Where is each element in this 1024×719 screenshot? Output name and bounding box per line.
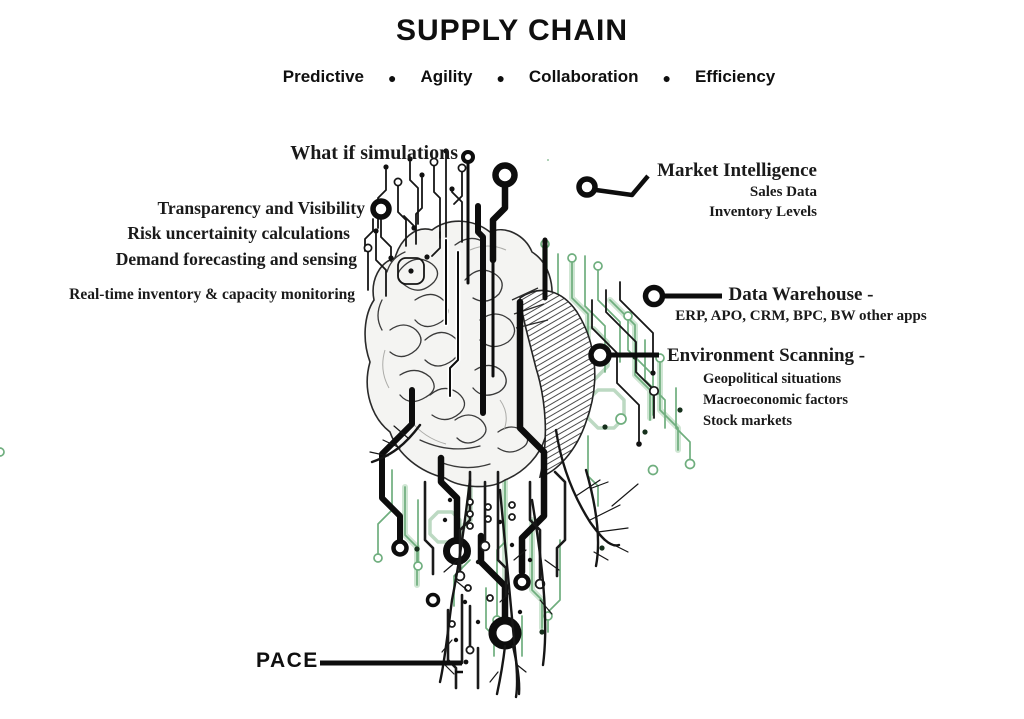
market-connector-ring (576, 176, 598, 198)
circuit-black-terminals (363, 148, 660, 447)
label-what-if-simulations: What if simulations (290, 142, 458, 164)
label-data-warehouse-apps: ERP, APO, CRM, BPC, BW other apps (675, 308, 927, 324)
callout-connectors (320, 150, 722, 674)
label-demand-forecasting-sensing: Demand forecasting and sensing (115, 249, 357, 269)
group-market-intelligence: Market Intelligence Sales Data Inventory… (600, 160, 817, 222)
environment-connector-ring (588, 343, 612, 367)
group-data-warehouse: Data Warehouse - ERP, APO, CRM, BPC, BW … (668, 284, 934, 327)
label-realtime-inventory-monitoring: Real-time inventory & capacity monitorin… (69, 286, 355, 303)
label-risk-uncertainty-calculations: Risk uncertainity calculations (127, 223, 350, 243)
label-transparency-visibility: Transparency and Visibility (157, 198, 365, 218)
label-market-intelligence: Market Intelligence (657, 160, 817, 181)
label-environment-scanning: Environment Scanning - (667, 345, 866, 366)
bullet-separator-icon: ● (662, 70, 671, 86)
keyword-collaboration: Collaboration (528, 67, 639, 86)
keyword-predictive: Predictive (282, 67, 365, 86)
keyword-agility: Agility (420, 67, 473, 86)
environment-scanning-items: Geopolitical situations Macroeconomic fa… (703, 369, 865, 432)
transparency-connector-ring (370, 198, 392, 220)
bullet-separator-icon: ● (496, 70, 505, 86)
circuit-ring-vias (391, 162, 531, 650)
circuit-traces-black-thick (379, 161, 548, 624)
data-warehouse-connector-ring (642, 284, 666, 308)
label-sales-data: Sales Data (749, 184, 817, 200)
keyword-efficiency: Efficiency (694, 67, 776, 86)
label-inventory-levels: Inventory Levels (709, 204, 817, 220)
label-geopolitical-situations: Geopolitical situations (703, 371, 842, 387)
subtitle-keywords: Predictive ● Agility ● Collaboration ● E… (17, 67, 1024, 87)
circuit-green-terminals (0, 239, 696, 625)
group-environment-scanning: Environment Scanning - Geopolitical situ… (667, 345, 865, 432)
label-data-warehouse: Data Warehouse - (728, 284, 874, 305)
what-if-connector-ring (461, 150, 475, 164)
label-stock-markets: Stock markets (703, 413, 793, 429)
label-pace: PACE (256, 649, 319, 672)
roots (369, 423, 639, 699)
market-connector-line (595, 174, 650, 198)
label-macroeconomic-factors: Macroeconomic factors (703, 392, 849, 408)
bullet-separator-icon: ● (388, 70, 397, 86)
page-title: SUPPLY CHAIN (395, 14, 629, 47)
